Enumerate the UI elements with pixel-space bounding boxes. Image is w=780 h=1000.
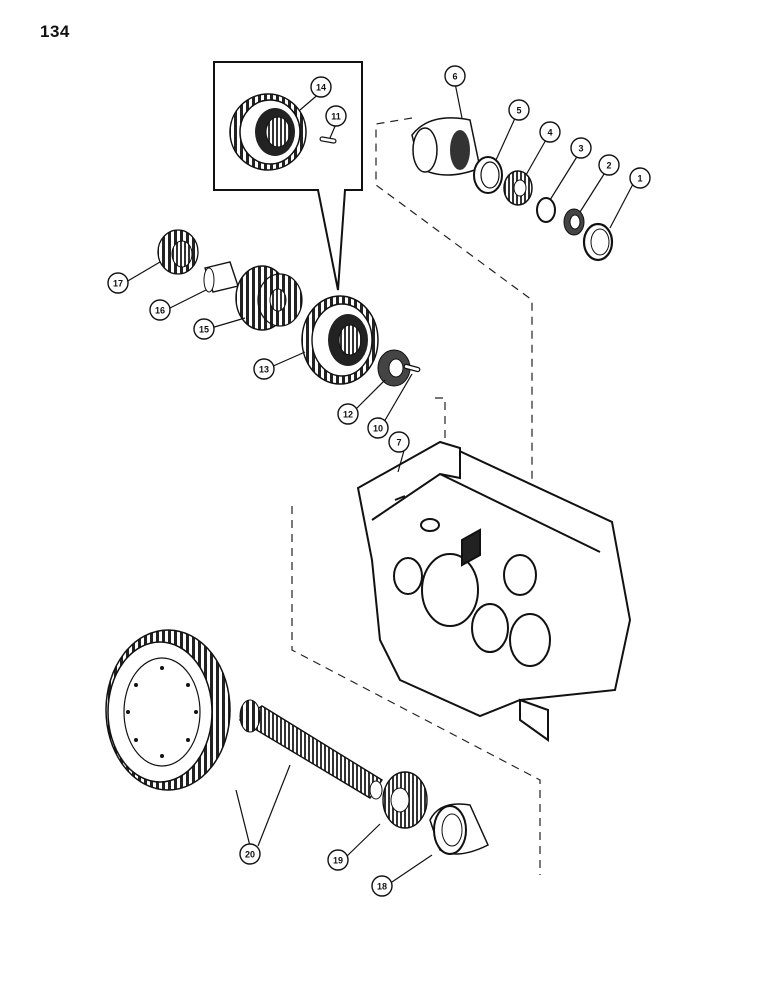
callout-15: 15 [193,318,215,340]
callouts: 1 2 3 4 5 6 7 10 11 12 13 14 15 16 17 18… [107,65,651,897]
callout-3: 3 [570,137,592,159]
callout-label: 18 [377,882,387,892]
sleeve-16 [203,261,239,293]
callout-2: 2 [598,154,620,176]
callout-11: 11 [325,105,347,127]
callout-14: 14 [310,76,332,98]
callout-5: 5 [508,99,530,121]
bearing-cup-18 [429,803,489,855]
gear-15 [235,265,303,331]
pin-10 [403,363,421,373]
callout-label: 6 [452,72,457,82]
bearing-cage-6 [411,117,481,176]
callout-label: 1 [637,174,642,184]
callout-label: 13 [259,365,269,375]
callout-label: 10 [373,424,383,434]
gear-17 [157,229,199,275]
callout-label: 12 [343,410,353,420]
nut-2 [563,208,585,236]
callout-label: 16 [155,306,165,316]
callout-7: 7 [388,431,410,453]
callout-16: 16 [149,299,171,321]
snap-ring-3 [536,197,556,223]
callout-13: 13 [253,358,275,380]
callout-20: 20 [239,843,261,865]
pin-11 [319,136,337,144]
gear-13 [301,295,379,385]
callout-leaders [125,82,634,885]
gear-14 [229,93,307,171]
callout-6: 6 [444,65,466,87]
callout-label: 15 [199,325,209,335]
bearing-cone-4 [503,170,533,206]
callout-label: 11 [331,112,341,122]
inset-detail-frame [213,61,363,291]
pinion-shaft-20 [238,699,383,800]
callout-label: 20 [245,850,255,860]
bearing-cone-19 [382,771,428,829]
callout-18: 18 [371,875,393,897]
page-number: 134 [40,22,70,41]
callout-label: 4 [547,128,552,138]
bearing-cup-5 [473,156,503,194]
callout-1: 1 [629,167,651,189]
assembly-guide-lines [291,117,541,875]
callout-label: 3 [578,144,583,154]
ring-gear-20 [105,629,231,791]
callout-19: 19 [327,849,349,871]
callout-12: 12 [337,403,359,425]
callout-10: 10 [367,417,389,439]
callout-label: 19 [333,856,343,866]
callout-label: 14 [316,83,326,93]
callout-label: 7 [396,438,401,448]
callout-label: 2 [606,161,611,171]
transmission-case-7 [356,440,632,742]
callout-4: 4 [539,121,561,143]
callout-label: 17 [113,279,123,289]
callout-label: 5 [516,106,521,116]
bearing-cup-1 [582,222,614,262]
callout-17: 17 [107,272,129,294]
